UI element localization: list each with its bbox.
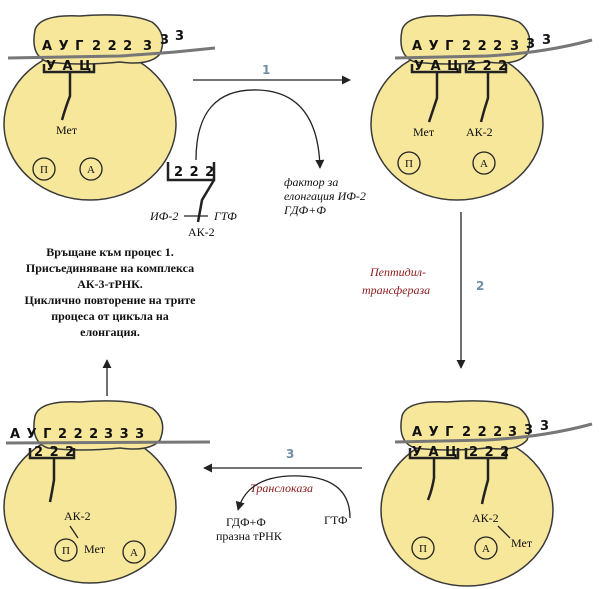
return-line-5: процеса от цикъла на bbox=[51, 309, 169, 323]
step-3-enzyme: Транслоказа bbox=[250, 481, 313, 495]
anticodon-222: 2 2 2 bbox=[469, 445, 510, 460]
step-3-output-line-1: ГДФ+Ф bbox=[226, 515, 266, 529]
incoming-aminoacid: АК-2 bbox=[188, 225, 215, 239]
mrna-strand bbox=[5, 440, 211, 445]
trna-met bbox=[42, 64, 96, 121]
aminoacid-met: Мет bbox=[413, 125, 435, 139]
p-site: П bbox=[411, 536, 435, 560]
svg-text:П: П bbox=[405, 158, 413, 170]
a-site: А bbox=[122, 540, 146, 564]
incoming-gtp: ГТФ bbox=[213, 209, 237, 223]
p-site: П bbox=[32, 157, 56, 181]
mrna-start-codon: А У Г bbox=[10, 427, 52, 442]
mrna-codon-3c: 3 bbox=[540, 419, 550, 434]
return-line-4: Циклично повторение на трите bbox=[25, 293, 197, 307]
trna-empty bbox=[408, 448, 460, 501]
mrna-codon-2: 2 2 2 bbox=[462, 425, 503, 440]
anticodon-label: У А Ц bbox=[46, 59, 92, 74]
svg-text:П: П bbox=[40, 164, 48, 176]
step-2-number: 2 bbox=[476, 279, 484, 293]
return-line-2: Присъединяване на комплекса bbox=[26, 261, 194, 275]
trna-met bbox=[410, 64, 462, 123]
mrna-codon-3c: 3 bbox=[542, 33, 552, 48]
return-line-1: Връщане към процес 1. bbox=[46, 245, 173, 259]
aminoacid-ak2: АК-2 bbox=[466, 125, 493, 139]
mrna-codon-3: 3 3 3 bbox=[104, 427, 145, 442]
trna-peptidyl bbox=[28, 448, 76, 503]
svg-text:А: А bbox=[482, 543, 490, 555]
mrna-codon-3c: 3 bbox=[175, 29, 185, 44]
trna-ak2 bbox=[464, 64, 508, 123]
ribosome-top-left: А У Г 2 2 2 3 3 3 У А Ц Мет П А bbox=[3, 14, 216, 201]
step-3-input-gtp: ГТФ bbox=[324, 513, 347, 527]
mrna-codon-2: 2 2 2 bbox=[92, 39, 133, 54]
incoming-anticodon: 2 2 2 bbox=[174, 165, 215, 180]
mrna-strand bbox=[394, 422, 593, 444]
aminoacid-met: Мет bbox=[56, 123, 78, 137]
step-2-enzyme-line-2: трансфераза bbox=[362, 283, 430, 297]
step-2-enzyme-line-1: Пептидил- bbox=[369, 265, 426, 279]
step-3-number: 3 bbox=[286, 447, 294, 461]
return-line-6: елонгация. bbox=[80, 325, 140, 339]
step-1-output-line-3: ГДФ+Ф bbox=[283, 203, 326, 217]
ribosome-bottom-left: А У Г 2 2 2 3 3 3 2 2 2 АК-2 Мет П А bbox=[3, 400, 211, 584]
anticodon-222: 2 2 2 bbox=[34, 445, 75, 460]
peptide-bond bbox=[69, 525, 79, 539]
svg-text:А: А bbox=[130, 547, 138, 559]
peptide-bond bbox=[497, 525, 511, 539]
step-1-factor-arc bbox=[195, 89, 325, 169]
aminoacid-ak2: АК-2 bbox=[64, 509, 91, 523]
a-site: А bbox=[474, 536, 498, 560]
mrna-start-codon: А У Г bbox=[412, 39, 454, 54]
anticodon-label: У А Ц bbox=[412, 445, 458, 460]
trna-peptidyl bbox=[464, 448, 508, 505]
aminoacid-met: Мет bbox=[511, 536, 533, 550]
step-1: 1 2 2 2 ИФ-2 ГТФ АК-2 фактор за елонгаци… bbox=[149, 63, 366, 239]
mrna-codon-3b: 3 bbox=[526, 37, 536, 52]
anticodon-label: У А Ц bbox=[414, 59, 460, 74]
incoming-aatrna-complex: 2 2 2 ИФ-2 ГТФ АК-2 bbox=[149, 162, 237, 239]
mrna-codon-3b: 3 bbox=[524, 423, 534, 438]
incoming-if2: ИФ-2 bbox=[149, 209, 178, 223]
svg-text:А: А bbox=[480, 158, 488, 170]
mrna-start-codon: А У Г bbox=[412, 425, 454, 440]
ribosome-bottom-right: А У Г 2 2 2 3 3 3 У А Ц 2 2 2 АК-2 Мет П… bbox=[380, 400, 593, 587]
step-1-output-line-2: елонгация ИФ-2 bbox=[284, 189, 366, 203]
small-subunit bbox=[33, 400, 164, 451]
mrna-start-codon: А У Г bbox=[42, 39, 84, 54]
svg-text:П: П bbox=[62, 545, 70, 557]
mrna-codon-3: 3 bbox=[510, 39, 520, 54]
mrna-strand bbox=[7, 46, 216, 60]
mrna-codon-2: 2 2 2 bbox=[58, 427, 99, 442]
mrna-strand bbox=[394, 38, 593, 60]
small-subunit bbox=[400, 400, 531, 451]
a-site: А bbox=[79, 157, 103, 181]
step-2: 2 Пептидил- трансфераза bbox=[362, 212, 484, 369]
mrna-codon-3: 3 bbox=[508, 425, 518, 440]
return-to-step-1: Връщане към процес 1. Присъединяване на … bbox=[25, 245, 197, 396]
step-3-output-line-2: празна тРНК bbox=[216, 529, 283, 543]
step-3: 3 Транслоказа ГТФ ГДФ+Ф празна тРНК bbox=[203, 447, 362, 543]
ribosome-top-right: А У Г 2 2 2 3 3 3 У А Ц 2 2 2 Мет АК-2 П… bbox=[370, 14, 593, 201]
a-site: А bbox=[472, 151, 496, 175]
incoming-trna bbox=[166, 162, 216, 223]
svg-text:П: П bbox=[419, 543, 427, 555]
p-site: П bbox=[397, 151, 421, 175]
aminoacid-ak2: АК-2 bbox=[472, 511, 499, 525]
mrna-codon-3: 3 bbox=[143, 39, 153, 54]
step-1-output-line-1: фактор за bbox=[284, 175, 338, 189]
anticodon-222: 2 2 2 bbox=[467, 59, 508, 74]
step-1-number: 1 bbox=[262, 63, 270, 77]
aminoacid-met: Мет bbox=[84, 542, 106, 556]
p-site: П bbox=[54, 538, 78, 562]
step-3-factor-arc bbox=[235, 475, 351, 519]
return-line-3: АК-3-тРНК. bbox=[77, 277, 143, 291]
svg-text:А: А bbox=[87, 164, 95, 176]
mrna-codon-3b: 3 bbox=[160, 33, 170, 48]
mrna-codon-2: 2 2 2 bbox=[462, 39, 503, 54]
